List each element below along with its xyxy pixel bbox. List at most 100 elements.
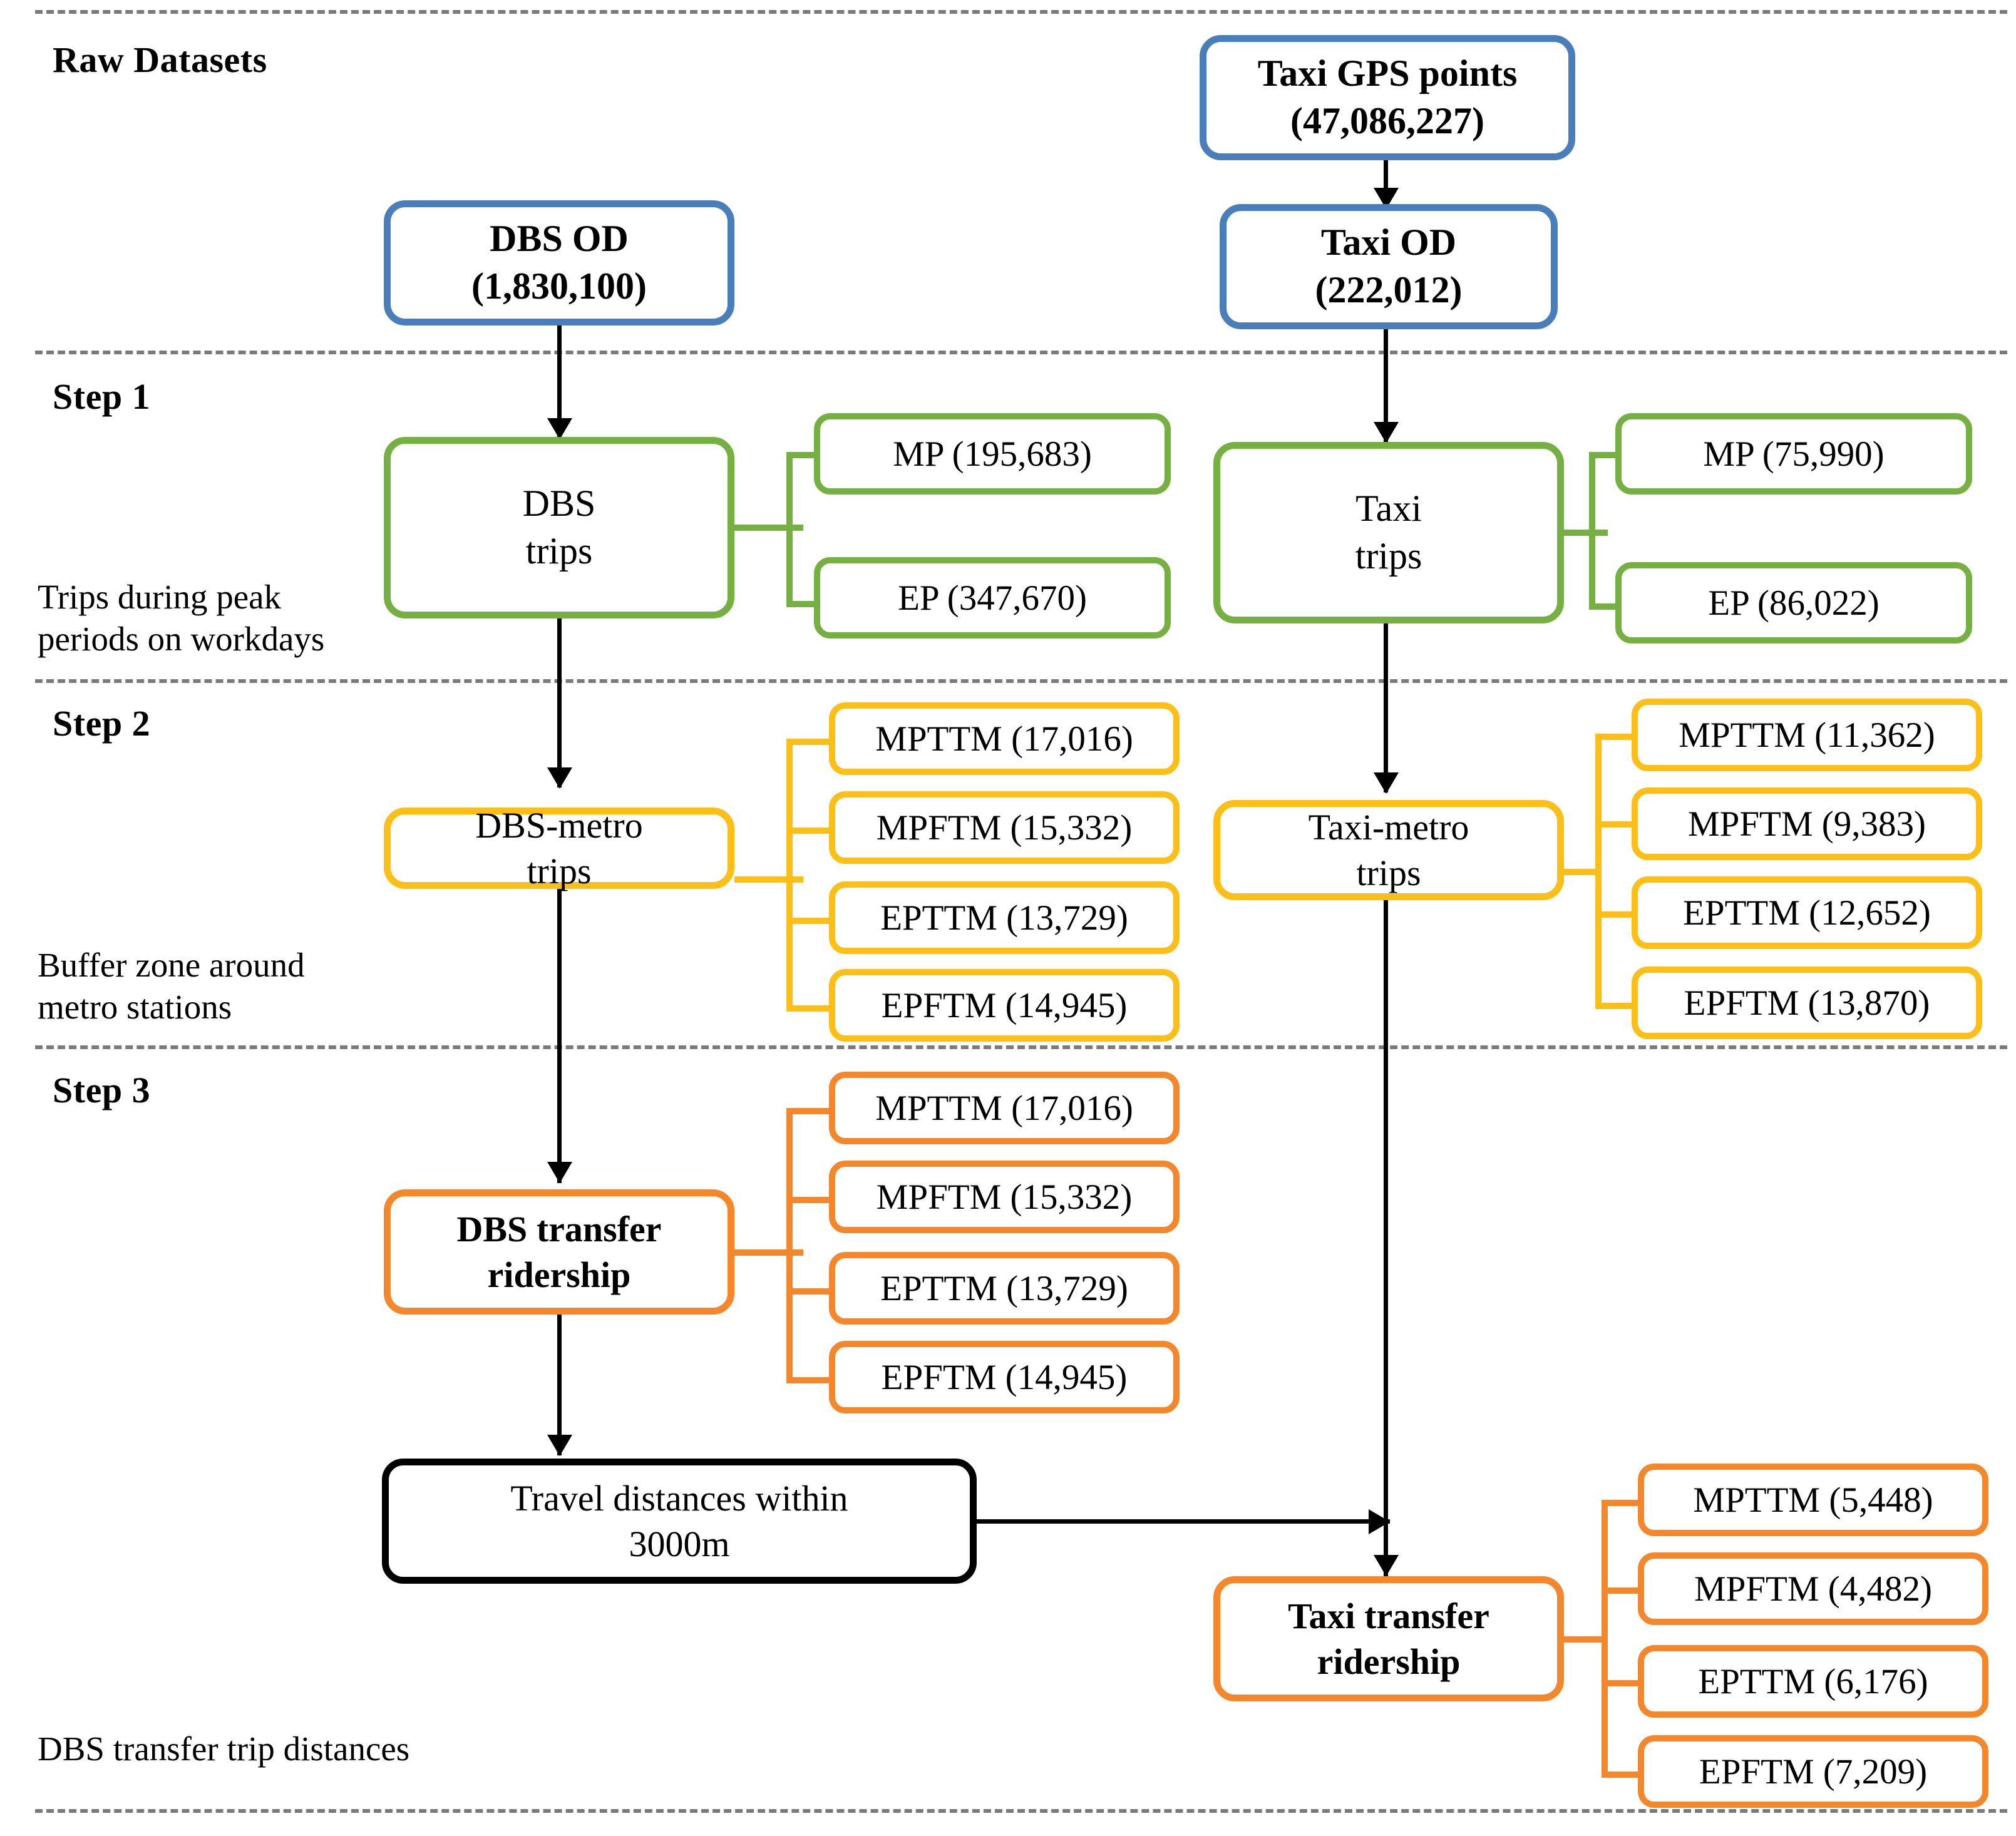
leaf-taxi-metro-epttm[interactable]: EPTTM (12,652) (1632, 876, 1982, 949)
node-travel-distances[interactable]: Travel distances within 3000m (382, 1459, 977, 1584)
leaf-taxi-transfer-mpttm[interactable]: MPTTM (5,448) (1638, 1464, 1988, 1536)
leaf-taxi-transfer-epftm-label: EPFTM (7,209) (1699, 1751, 1928, 1792)
arrow-traveldist-to-taxitransfer-line (977, 1519, 1390, 1524)
connector-dbstransfer-branch-2 (786, 1197, 836, 1203)
node-taxi-gps-points-title: Taxi GPS points (1257, 53, 1518, 95)
node-taxi-metro-trips-line1: Taxi-metro (1308, 806, 1469, 848)
leaf-taxi-transfer-mpftm-label: MPFTM (4,482) (1694, 1569, 1933, 1609)
leaf-taxi-trips-mp[interactable]: MP (75,990) (1615, 413, 1972, 495)
connector-dbstrips-stem (734, 525, 803, 531)
leaf-taxi-trips-ep-label: EP (86,022) (1708, 583, 1880, 623)
leaf-taxi-metro-epttm-label: EPTTM (12,652) (1683, 893, 1931, 933)
leaf-dbs-trips-mp[interactable]: MP (195,683) (814, 413, 1171, 495)
leaf-dbs-metro-epttm-label: EPTTM (13,729) (880, 898, 1128, 938)
arrow-dbstrips-to-dbsmetro-head (547, 767, 572, 789)
leaf-dbs-transfer-mpttm[interactable]: MPTTM (17,016) (829, 1072, 1180, 1144)
section-label-step3: Step 3 (53, 1070, 151, 1110)
node-dbs-od-title: DBS OD (490, 218, 629, 260)
node-taxi-od[interactable]: Taxi OD (222,012) (1220, 204, 1558, 329)
arrow-taxitrips-to-taximetro-head (1374, 772, 1399, 794)
step1-caption: Trips during peak periods on workdays (38, 576, 324, 660)
connector-dbstrips-spine (786, 452, 793, 607)
node-dbs-metro-trips-line1: DBS-metro (475, 804, 643, 846)
leaf-dbs-transfer-epttm[interactable]: EPTTM (13,729) (829, 1252, 1180, 1325)
leaf-dbs-metro-epttm[interactable]: EPTTM (13,729) (829, 881, 1180, 954)
node-taxi-gps-points[interactable]: Taxi GPS points (47,086,227) (1200, 35, 1575, 160)
leaf-dbs-metro-epftm-label: EPFTM (14,945) (881, 985, 1128, 1025)
leaf-dbs-transfer-epftm-label: EPFTM (14,945) (881, 1357, 1128, 1397)
leaf-taxi-transfer-mpttm-label: MPTTM (5,448) (1693, 1480, 1933, 1520)
connector-taximetro-spine (1595, 734, 1602, 1009)
bottom-caption: DBS transfer trip distances (38, 1730, 410, 1768)
divider-raw-step1 (35, 351, 2007, 354)
connector-taximetro-branch-2 (1595, 821, 1639, 828)
arrow-taximetro-to-taxitransfer-line (1384, 900, 1388, 1576)
node-travel-distances-line1: Travel distances within (510, 1477, 848, 1519)
arrow-taxigps-to-taxiod-line (1384, 160, 1388, 203)
connector-dbsmetro-branch-2 (786, 828, 836, 834)
node-taxi-gps-points-count: (47,086,227) (1290, 100, 1484, 141)
leaf-dbs-transfer-mpttm-label: MPTTM (17,016) (875, 1088, 1133, 1128)
node-taxi-metro-trips[interactable]: Taxi-metro trips (1213, 800, 1564, 900)
leaf-dbs-transfer-mpftm-label: MPFTM (15,332) (876, 1177, 1133, 1217)
node-taxi-transfer-line2: ridership (1317, 1641, 1461, 1682)
connector-taximetro-branch-1 (1595, 734, 1639, 740)
node-taxi-transfer-ridership[interactable]: Taxi transfer ridership (1213, 1576, 1564, 1701)
leaf-taxi-transfer-epttm[interactable]: EPTTM (6,176) (1638, 1645, 1988, 1718)
arrow-dbstransfer-to-traveldist-line (557, 1315, 562, 1455)
connector-dbsmetro-stem (734, 876, 803, 883)
section-label-step2: Step 2 (53, 703, 151, 744)
leaf-dbs-metro-mpttm-label: MPTTM (17,016) (875, 719, 1133, 759)
node-dbs-transfer-line2: ridership (487, 1254, 631, 1295)
leaf-taxi-metro-epftm-label: EPFTM (13,870) (1684, 983, 1930, 1023)
leaf-taxi-trips-ep[interactable]: EP (86,022) (1615, 562, 1972, 644)
connector-taxitransfer-stem (1564, 1636, 1608, 1643)
node-taxi-trips-line2: trips (1355, 535, 1422, 577)
step2-caption: Buffer zone around metro stations (38, 944, 305, 1028)
connector-dbstransfer-stem (734, 1249, 803, 1256)
node-dbs-transfer-ridership[interactable]: DBS transfer ridership (384, 1189, 734, 1315)
arrow-dbsmetro-to-dbstransfer-head (547, 1162, 572, 1183)
connector-dbstransfer-branch-1 (786, 1108, 836, 1114)
connector-dbsmetro-branch-3 (786, 918, 836, 924)
node-taxi-trips[interactable]: Taxi trips (1213, 442, 1564, 623)
leaf-dbs-trips-ep-label: EP (347,670) (898, 578, 1087, 618)
leaf-dbs-transfer-epftm[interactable]: EPFTM (14,945) (829, 1341, 1180, 1413)
connector-taxitransfer-branch-4 (1602, 1772, 1652, 1778)
leaf-taxi-metro-mpftm[interactable]: MPFTM (9,383) (1632, 787, 1982, 860)
section-label-raw-datasets: Raw Datasets (53, 39, 267, 80)
leaf-dbs-metro-epftm[interactable]: EPFTM (14,945) (829, 969, 1180, 1042)
node-dbs-metro-trips-line2: trips (527, 851, 592, 891)
leaf-taxi-metro-mpftm-label: MPFTM (9,383) (1687, 804, 1926, 844)
connector-dbstransfer-spine (786, 1108, 793, 1383)
connector-taxitransfer-branch-3 (1602, 1680, 1652, 1686)
node-taxi-trips-line1: Taxi (1355, 488, 1422, 530)
node-taxi-od-count: (222,012) (1315, 269, 1463, 310)
node-dbs-metro-trips[interactable]: DBS-metro trips (384, 805, 734, 891)
connector-taximetro-branch-4 (1595, 1003, 1639, 1009)
node-taxi-od-title: Taxi OD (1320, 222, 1457, 264)
node-travel-distances-line2: 3000m (629, 1524, 730, 1564)
node-dbs-trips-line2: trips (525, 530, 593, 572)
leaf-taxi-transfer-epftm[interactable]: EPFTM (7,209) (1638, 1735, 1988, 1808)
leaf-dbs-metro-mpttm[interactable]: MPTTM (17,016) (829, 702, 1180, 775)
node-dbs-od[interactable]: DBS OD (1,830,100) (384, 200, 734, 326)
leaf-taxi-metro-epftm[interactable]: EPFTM (13,870) (1632, 967, 1982, 1039)
connector-taxitrips-stem (1564, 530, 1608, 536)
node-dbs-trips-line1: DBS (522, 483, 596, 525)
node-dbs-trips[interactable]: DBS trips (384, 437, 734, 618)
leaf-taxi-metro-mpttm[interactable]: MPTTM (11,362) (1632, 699, 1982, 771)
leaf-dbs-metro-mpftm[interactable]: MPFTM (15,332) (829, 791, 1180, 864)
arrow-dbsod-to-dbstrips-line (557, 326, 562, 438)
divider-step1-step2 (35, 679, 2007, 683)
section-label-step1: Step 1 (53, 376, 151, 417)
node-taxi-metro-trips-line2: trips (1356, 853, 1421, 893)
arrow-dbsod-to-dbstrips-head (547, 418, 572, 439)
leaf-taxi-transfer-mpftm[interactable]: MPFTM (4,482) (1638, 1552, 1988, 1625)
leaf-dbs-transfer-mpftm[interactable]: MPFTM (15,332) (829, 1161, 1180, 1233)
arrow-dbstrips-to-dbsmetro-line (557, 618, 562, 787)
leaf-dbs-trips-ep[interactable]: EP (347,670) (814, 557, 1171, 638)
leaf-taxi-transfer-epttm-label: EPTTM (6,176) (1698, 1661, 1928, 1701)
step2-caption-line2: metro stations (38, 988, 232, 1027)
